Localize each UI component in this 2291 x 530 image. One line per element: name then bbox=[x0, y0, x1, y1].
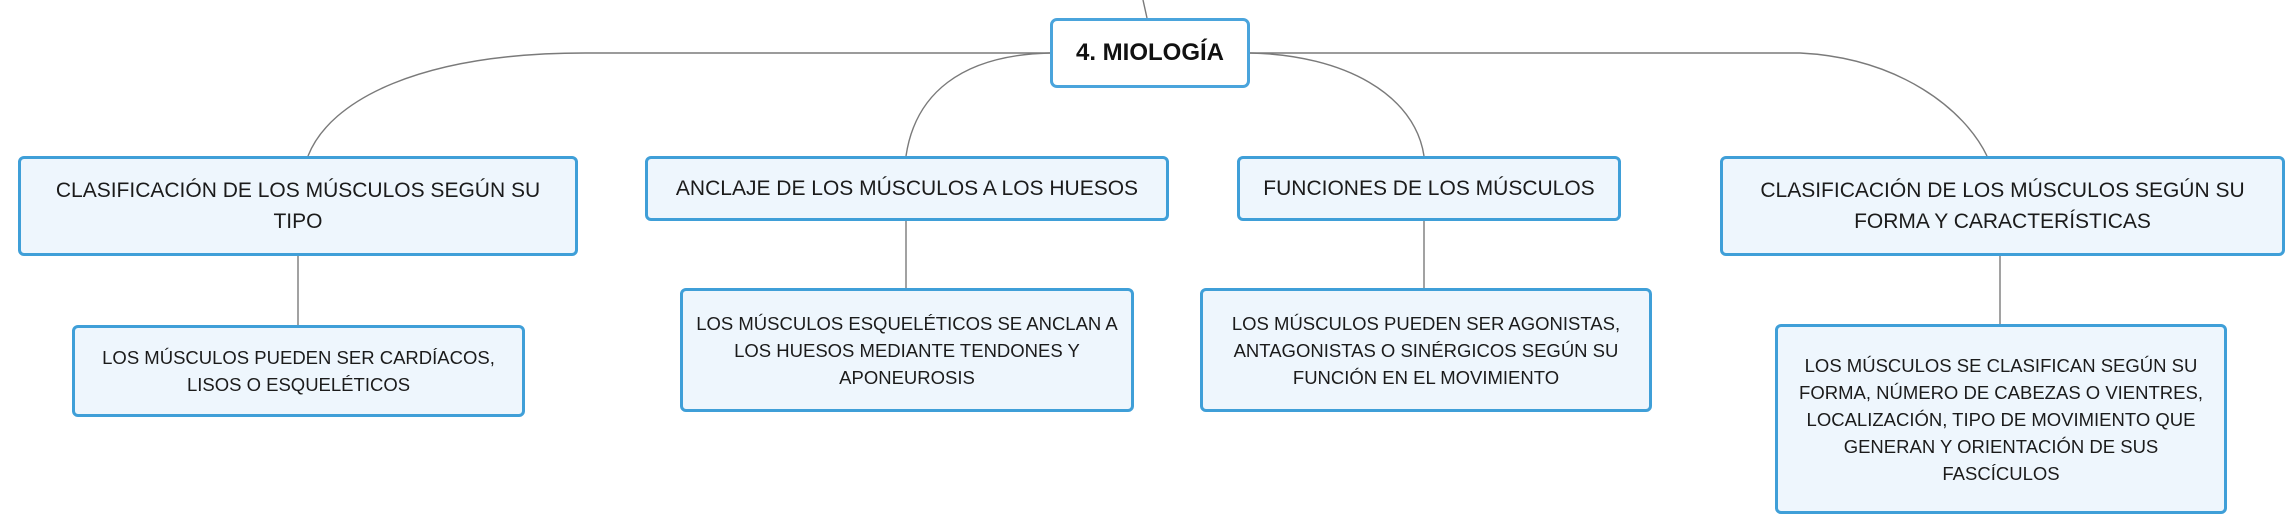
topic-label: ANCLAJE DE LOS MÚSCULOS A LOS HUESOS bbox=[675, 177, 1139, 200]
connector-root-to-parent bbox=[1142, 0, 1148, 19]
subtopic-label: LOS MÚSCULOS PUEDEN SER CARDÍACOS, LISOS… bbox=[102, 347, 495, 395]
connector-root-to-topic-2 bbox=[905, 52, 1051, 157]
connector-root-to-topic-3 bbox=[1249, 52, 1425, 157]
subtopic-label: LOS MÚSCULOS PUEDEN SER AGONISTAS, ANTAG… bbox=[1231, 312, 1621, 388]
subtopic-label: LOS MÚSCULOS SE CLASIFICAN SEGÚN SU FORM… bbox=[1799, 354, 2203, 484]
subtopic-node-forma[interactable]: LOS MÚSCULOS SE CLASIFICAN SEGÚN SU FORM… bbox=[1775, 324, 2227, 514]
topic-node-funciones[interactable]: FUNCIONES DE LOS MÚSCULOS bbox=[1237, 156, 1621, 221]
topic-node-tipo[interactable]: CLASIFICACIÓN DE LOS MÚSCULOS SEGÚN SU T… bbox=[18, 156, 578, 256]
topic-label: FUNCIONES DE LOS MÚSCULOS bbox=[1263, 177, 1595, 200]
topic-node-anclaje[interactable]: ANCLAJE DE LOS MÚSCULOS A LOS HUESOS bbox=[645, 156, 1169, 221]
subtopic-node-anclaje[interactable]: LOS MÚSCULOS ESQUELÉTICOS SE ANCLAN A LO… bbox=[680, 288, 1134, 412]
root-topic-label: 4. MIOLOGÍA bbox=[1075, 39, 1224, 66]
connector-root-to-topic-1 bbox=[307, 52, 1050, 157]
subtopic-label: LOS MÚSCULOS ESQUELÉTICOS SE ANCLAN A LO… bbox=[696, 312, 1118, 388]
subtopic-node-funciones[interactable]: LOS MÚSCULOS PUEDEN SER AGONISTAS, ANTAG… bbox=[1200, 288, 1652, 412]
topic-node-forma[interactable]: CLASIFICACIÓN DE LOS MÚSCULOS SEGÚN SU F… bbox=[1720, 156, 2285, 256]
subtopic-node-tipo[interactable]: LOS MÚSCULOS PUEDEN SER CARDÍACOS, LISOS… bbox=[72, 325, 525, 417]
root-topic-node[interactable]: 4. MIOLOGÍA bbox=[1050, 18, 1250, 88]
topic-label: CLASIFICACIÓN DE LOS MÚSCULOS SEGÚN SU F… bbox=[1760, 179, 2245, 233]
topic-label: CLASIFICACIÓN DE LOS MÚSCULOS SEGÚN SU T… bbox=[55, 179, 541, 233]
connector-root-to-topic-4 bbox=[1250, 52, 1988, 157]
